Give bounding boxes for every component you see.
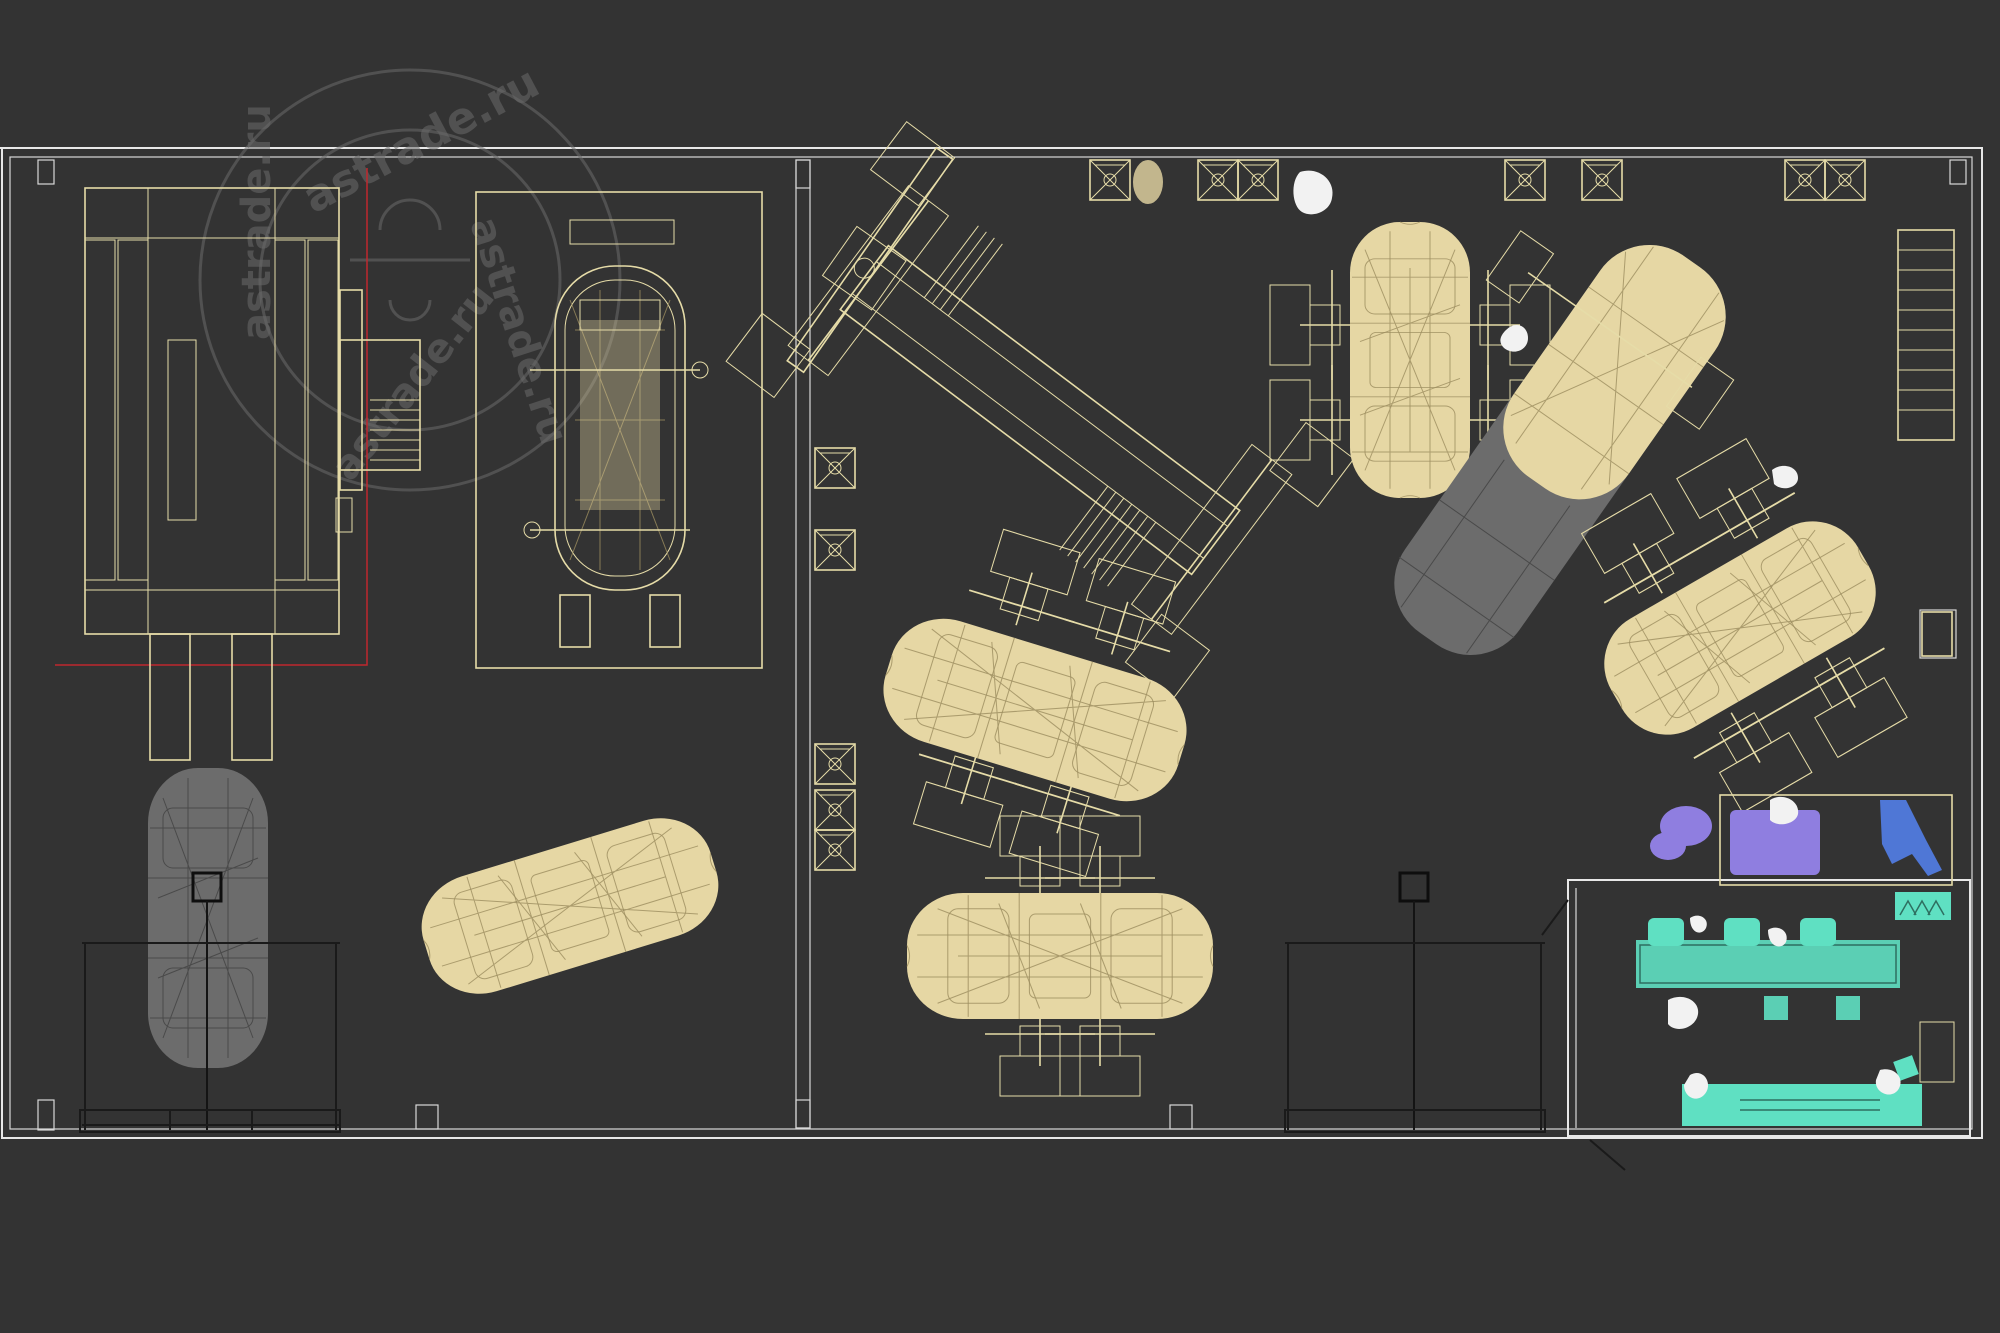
lift-arm-topleft <box>786 146 954 374</box>
car-wireframe-bottom <box>906 892 1214 1020</box>
building-outline <box>0 147 1983 1139</box>
gate-icon <box>79 871 341 1133</box>
watermark-top: astrade.ru <box>295 57 548 224</box>
ladder-rack <box>1897 229 1955 441</box>
car-diagonal-long <box>1394 245 1726 655</box>
car-wireframe-right <box>1584 501 1896 755</box>
car-wireframe-top <box>1349 221 1471 499</box>
lift-icon <box>725 120 1355 700</box>
reception-counter <box>1682 1069 1922 1126</box>
car-wireframe-left <box>408 804 732 1008</box>
frame-machine-icon <box>475 191 763 669</box>
paint-booth-icon <box>55 168 421 761</box>
person-icon <box>1293 170 1798 489</box>
equipment-area <box>1650 794 1953 886</box>
desk-icon <box>1636 892 1951 1081</box>
office-room <box>1541 879 1971 1171</box>
gate-icon-right <box>1284 871 1546 1133</box>
lift-arms-diagonal <box>1485 230 1735 430</box>
top-cabinets <box>814 159 1953 871</box>
car-wireframe-mid <box>869 604 1201 816</box>
chair-icon <box>1668 996 1955 1083</box>
watermark-left: astrade.ru <box>234 104 280 340</box>
watermark: astrade.ru astrade.ru astrade.ru astrade… <box>198 57 622 492</box>
